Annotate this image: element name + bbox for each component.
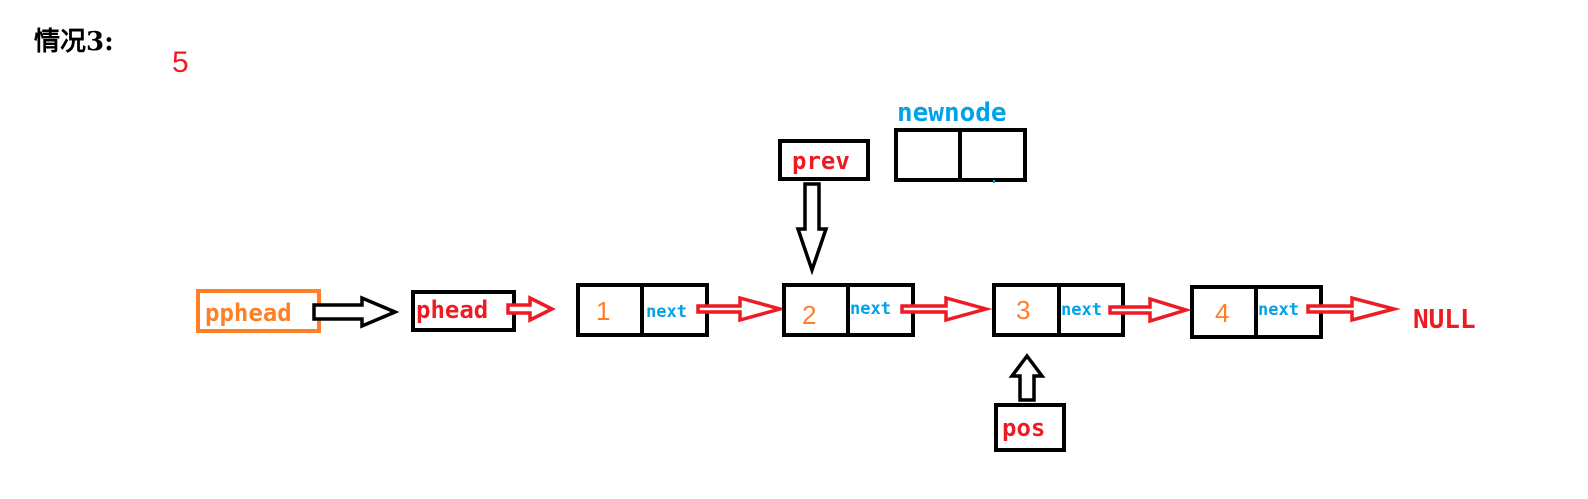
pos-label: pos: [1002, 414, 1045, 442]
node3-value: 3: [1016, 295, 1030, 325]
node1-to-node2-arrow: [696, 295, 787, 323]
case-title: 情况3:: [34, 27, 114, 57]
annotation-number: 5: [172, 46, 189, 79]
pos-pointer: pos: [994, 403, 1066, 452]
prev-box: [778, 139, 870, 181]
prev-pointer: prev: [778, 139, 870, 181]
pphead-pointer: pphead: [196, 289, 321, 333]
node4-to-null-arrow: [1306, 295, 1401, 323]
phead-pointer: phead: [411, 290, 516, 332]
prev-label: prev: [792, 147, 850, 175]
node3-next-label: next: [1061, 300, 1102, 320]
node4-value: 4: [1215, 298, 1229, 328]
phead-to-node1-arrow: [506, 295, 556, 323]
newnode-box: [894, 128, 1027, 183]
list-node-2: 2 next: [782, 283, 915, 337]
pphead-to-phead-arrow: [312, 295, 400, 329]
pos-up-arrow: [1008, 353, 1046, 402]
pos-box: [994, 403, 1066, 452]
newnode-label: newnode: [897, 98, 1007, 128]
list-node-3: 3 next: [992, 283, 1125, 337]
newnode-dot: [993, 180, 995, 183]
list-node-4: 4 next: [1190, 285, 1323, 339]
node3-to-node4-arrow: [1108, 296, 1192, 324]
pphead-label: pphead: [205, 299, 292, 327]
phead-label: phead: [416, 296, 488, 324]
node2-to-node3-arrow: [900, 295, 993, 323]
node1-next-label: next: [646, 302, 687, 322]
node2-next-label: next: [850, 299, 891, 319]
node4-next-label: next: [1258, 300, 1299, 320]
node1-value: 1: [596, 296, 610, 326]
list-node-1: 1 next: [576, 283, 709, 337]
node2-value: 2: [802, 300, 816, 330]
prev-down-arrow: [795, 182, 829, 276]
null-label: NULL: [1413, 305, 1476, 335]
